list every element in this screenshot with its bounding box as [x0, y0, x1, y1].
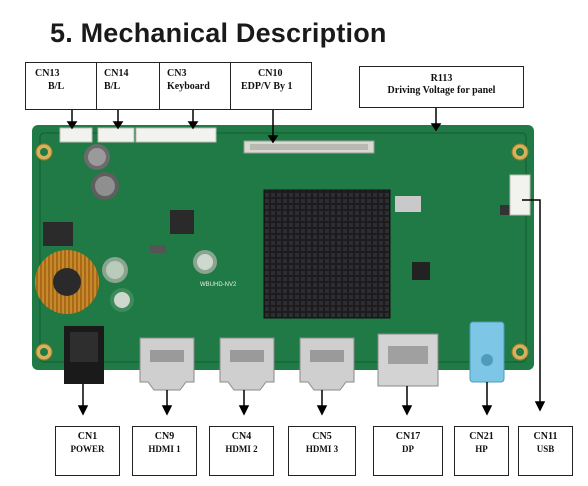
toroid-inductor: [35, 250, 99, 314]
label-code: CN11: [533, 431, 558, 442]
label-cn21: CN21 HP: [454, 426, 509, 476]
connector-cn3: [135, 127, 217, 143]
label-code: R113: [430, 73, 453, 84]
heatsink: [263, 189, 391, 319]
label-desc: HDMI 1: [148, 444, 181, 454]
label-desc: USB: [536, 444, 555, 454]
label-desc: POWER: [70, 444, 105, 454]
label-code: CN9: [154, 431, 175, 442]
label-cn4: CN4 HDMI 2: [209, 426, 274, 476]
label-desc: B/L: [104, 81, 121, 92]
label-code: CN14: [104, 68, 129, 79]
label-desc: Driving Voltage for panel: [387, 85, 496, 96]
capacitors: [84, 144, 217, 312]
label-desc: Keyboard: [167, 81, 210, 92]
label-cn10: CN10 EDP/V By 1: [230, 62, 312, 110]
hp-jack: [469, 321, 505, 383]
label-code: CN21: [469, 431, 494, 442]
label-code: CN5: [312, 431, 332, 442]
label-cn11: CN11 USB: [518, 426, 573, 476]
label-cn13: CN13 B/L: [25, 62, 97, 110]
label-desc: DP: [402, 444, 414, 454]
hdmi-ports: [139, 337, 355, 391]
label-code: CN3: [167, 68, 187, 79]
label-cn1: CN1 POWER: [55, 426, 120, 476]
label-code: CN4: [231, 431, 252, 442]
page-title: 5. Mechanical Description: [50, 18, 387, 48]
label-cn9: CN9 HDMI 1: [132, 426, 197, 476]
label-code: CN1: [77, 431, 98, 442]
label-cn14: CN14 B/L: [96, 62, 160, 110]
label-cn5: CN5 HDMI 3: [288, 426, 356, 476]
label-desc: HP: [475, 444, 488, 454]
label-desc: HDMI 3: [305, 444, 339, 454]
label-desc: HDMI 2: [225, 444, 258, 454]
connector-cn14: [97, 127, 135, 143]
label-code: CN13: [35, 68, 60, 79]
arrows: [66, 108, 546, 416]
board-silkscreen: WBUHD-NV2: [200, 282, 237, 288]
label-cn17: CN17 DP: [373, 426, 443, 476]
label-desc: EDP/V By 1: [241, 81, 293, 92]
label-code: CN17: [395, 431, 421, 442]
label-r113: R113 Driving Voltage for panel: [359, 66, 524, 108]
label-desc: B/L: [48, 81, 65, 92]
label-code: CN10: [258, 68, 283, 79]
connector-cn13: [59, 127, 93, 143]
connector-cn11: [509, 174, 531, 216]
